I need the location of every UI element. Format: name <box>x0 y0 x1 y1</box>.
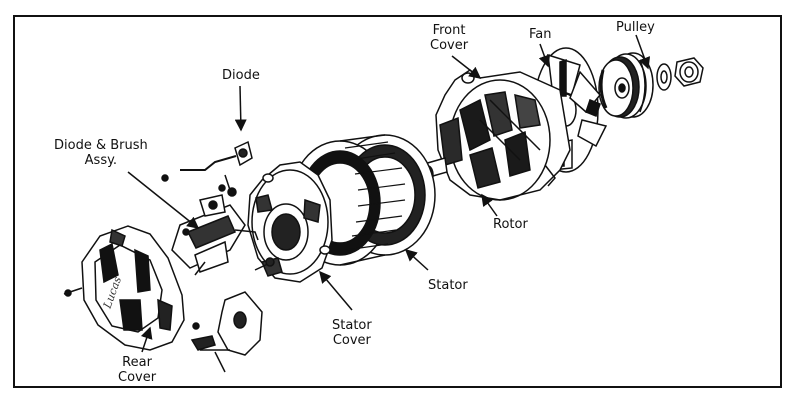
diagram-frame <box>13 15 782 388</box>
label-diode-brush-line1: Diode & Brush <box>54 138 148 153</box>
label-rear-cover: Rear Cover <box>118 355 156 385</box>
label-stator: Stator <box>428 278 468 293</box>
diode-part <box>161 140 253 197</box>
rear-cover-part <box>81 225 185 351</box>
label-stator-cover: Stator Cover <box>332 318 372 348</box>
label-diode-text: Diode <box>222 68 260 83</box>
stator-cover-bolt <box>254 257 275 271</box>
label-front-cover: Front Cover <box>430 23 468 53</box>
leader-rotor <box>481 193 498 217</box>
stator-laminations <box>344 141 406 251</box>
label-stator-text: Stator <box>428 278 468 293</box>
nut-part <box>674 57 704 87</box>
bracket-part <box>190 291 263 373</box>
label-rotor: Rotor <box>493 217 528 232</box>
leader-stator-cover <box>319 270 353 311</box>
label-diode-brush-assy: Diode & Brush Assy. <box>54 138 148 168</box>
pulley-part <box>598 52 654 119</box>
leader-pulley <box>635 34 651 70</box>
label-fan-text: Fan <box>529 27 552 42</box>
label-front-cover-line2: Cover <box>430 38 469 53</box>
label-rear-cover-line2: Cover <box>118 370 157 385</box>
leader-stator <box>404 248 429 271</box>
diode-brush-assy-part <box>171 184 259 276</box>
label-front-cover-line1: Front <box>432 23 466 38</box>
leader-lines <box>127 34 651 353</box>
leader-diode <box>234 85 247 132</box>
stator-part <box>289 134 436 266</box>
rear-cover-bolt <box>63 287 83 297</box>
label-rear-cover-line1: Rear <box>122 355 152 370</box>
leader-diode-brush-assy <box>127 171 200 229</box>
label-pulley: Pulley <box>616 20 655 35</box>
label-fan: Fan <box>529 27 552 42</box>
label-stator-cover-line1: Stator <box>332 318 372 333</box>
label-diode-brush-line2: Assy. <box>84 153 118 168</box>
leader-rear-cover <box>140 326 153 353</box>
washer-part <box>656 63 672 91</box>
front-cover-part <box>435 69 571 201</box>
stator-cover-part <box>247 161 333 283</box>
label-diode: Diode <box>222 68 260 83</box>
label-stator-cover-line2: Cover <box>332 333 371 348</box>
label-pulley-text: Pulley <box>616 20 655 35</box>
leader-fan <box>538 43 551 68</box>
leader-front-cover <box>451 55 482 79</box>
label-rotor-text: Rotor <box>493 217 528 232</box>
